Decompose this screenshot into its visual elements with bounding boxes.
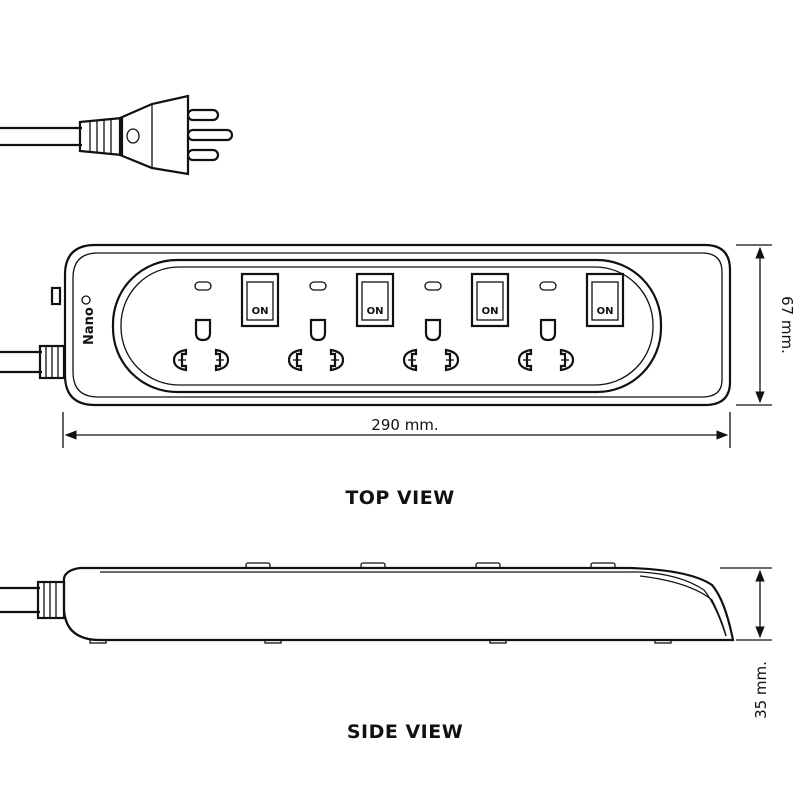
ground-slot xyxy=(424,318,442,342)
indicator-lamp xyxy=(424,281,442,291)
foot xyxy=(489,639,507,644)
foot xyxy=(264,639,282,644)
side-height-dimension-label: 35 mm. xyxy=(752,661,770,719)
plug-pin xyxy=(186,108,220,122)
rocker-switch[interactable] xyxy=(240,272,280,328)
right-socket-slot xyxy=(444,348,460,372)
left-socket-slot xyxy=(402,348,418,372)
indicator-lamp xyxy=(194,281,212,291)
side-switch xyxy=(50,286,62,306)
plug-body xyxy=(118,94,190,176)
indicator-lamp xyxy=(539,281,557,291)
power-plug xyxy=(0,94,234,176)
right-socket-slot xyxy=(214,348,230,372)
rocker-switch[interactable] xyxy=(585,272,625,328)
switch-bump xyxy=(245,562,271,569)
rocker-switch[interactable] xyxy=(355,272,395,328)
outlet-unit: ON xyxy=(517,272,625,372)
switch-bump xyxy=(590,562,616,569)
right-socket-slot xyxy=(329,348,345,372)
ground-slot xyxy=(194,318,212,342)
height-dimension-label: 67 mm. xyxy=(778,296,796,354)
rocker-switch[interactable] xyxy=(470,272,510,328)
switch-on-label: ON xyxy=(482,306,499,317)
ground-slot xyxy=(309,318,327,342)
plug-pin xyxy=(186,148,220,162)
plug-pin xyxy=(186,128,234,142)
brand-logo: Nano xyxy=(82,307,97,345)
foot xyxy=(654,639,672,644)
socket-panel xyxy=(111,258,663,394)
left-socket-slot xyxy=(172,348,188,372)
power-strip-side-body xyxy=(62,566,735,642)
outlet-unit: ON xyxy=(402,272,510,372)
outlet-unit: ON xyxy=(172,272,280,372)
right-socket-slot xyxy=(559,348,575,372)
ground-slot xyxy=(539,318,557,342)
switch-on-label: ON xyxy=(597,306,614,317)
outlet-unit: ON xyxy=(287,272,395,372)
cord-strain-relief xyxy=(36,580,66,620)
plug-strain-relief xyxy=(78,116,124,157)
width-dimension-label: 290 mm. xyxy=(371,416,438,434)
switch-bump xyxy=(360,562,386,569)
top-view-label: TOP VIEW xyxy=(345,487,454,509)
power-strip-housing xyxy=(63,243,732,407)
switch-on-label: ON xyxy=(367,306,384,317)
switch-bump xyxy=(475,562,501,569)
foot xyxy=(89,639,107,644)
indicator-lamp xyxy=(309,281,327,291)
left-socket-slot xyxy=(287,348,303,372)
left-socket-slot xyxy=(517,348,533,372)
side-view-drawing: 35 mm. xyxy=(0,562,772,719)
side-view-label: SIDE VIEW xyxy=(347,721,463,743)
top-view-drawing: Nano ON ON ON ON 290 mm. 67 mm. xyxy=(0,243,796,448)
switch-on-label: ON xyxy=(252,306,269,317)
